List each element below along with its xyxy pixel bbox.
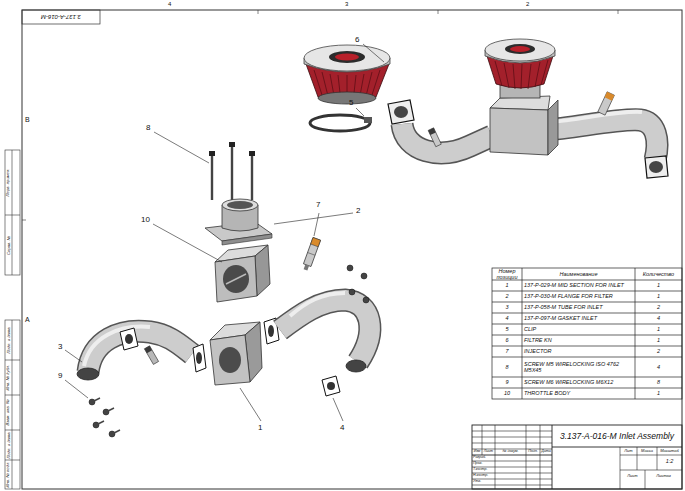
margin-caption: Справ. №	[5, 215, 12, 275]
callout-number: 2	[356, 207, 360, 216]
margin-caption: Перв. примен.	[5, 150, 12, 215]
title-block-cell: Листов	[645, 473, 682, 479]
margin-caption: Инв. № подл.	[5, 460, 12, 489]
table-cell: 137-P-058-M TUBE FOR INLET	[522, 302, 635, 313]
title-block-cell: Подп.	[526, 449, 540, 455]
table-cell: 5	[492, 324, 522, 335]
table-cell: 8	[635, 377, 682, 388]
table-cell: 2	[635, 346, 682, 357]
table-cell: 1	[635, 335, 682, 346]
title-block-cell: Дата	[540, 449, 552, 455]
title-block-cell: Т.контр.	[473, 467, 495, 473]
grid-marker: 4	[168, 1, 171, 8]
table-cell: 2	[492, 291, 522, 302]
table-cell: 6	[492, 335, 522, 346]
table-header: Наименование	[522, 268, 635, 280]
table-cell: 137-P-030-M FLANGE FOR FILTER	[522, 291, 635, 302]
margin-caption: Взам. инв. №	[5, 395, 12, 430]
table-cell: 8	[492, 357, 522, 377]
table-cell: 4	[492, 313, 522, 324]
table-cell: 1	[635, 280, 682, 291]
table-cell: SCREW M6 WIRELOCKING M6X12	[522, 377, 635, 388]
grid-marker: 3	[345, 1, 348, 8]
callout-number: 6	[355, 36, 359, 45]
callout-number: 10	[141, 216, 150, 225]
callout-number: 1	[258, 424, 262, 433]
table-cell: 1	[635, 291, 682, 302]
callout-number: 8	[146, 124, 150, 133]
table-cell: 9	[492, 377, 522, 388]
grid-marker: B	[25, 116, 30, 124]
table-cell: 1	[492, 280, 522, 291]
callout-number: 9	[58, 372, 62, 381]
table-cell: 1	[635, 324, 682, 335]
callout-number: 5	[349, 99, 353, 108]
table-cell: INJECTOR	[522, 346, 635, 357]
margin-caption: Подп. и дата	[5, 320, 12, 360]
table-cell: SCREW M5 WIRELOCKING ISO 4762 M5X45	[522, 357, 635, 377]
title-block-cell: Лит	[620, 448, 637, 454]
title-block-cell: 1:2	[657, 458, 682, 464]
grid-marker: 2	[526, 1, 529, 8]
callout-number: 7	[316, 201, 320, 210]
drawing-number-stamp: 3.137-A-016-M	[24, 11, 98, 23]
title-block-cell: № докум.	[495, 449, 526, 455]
title-block-cell: Масштаб	[657, 448, 682, 454]
table-header: Номер позиции	[492, 268, 522, 280]
grid-marker: A	[25, 316, 30, 324]
table-cell: 3	[492, 302, 522, 313]
title-block-cell: Разраб.	[473, 455, 495, 461]
margin-caption: Подп. и дата	[5, 430, 12, 460]
table-cell: 4	[635, 313, 682, 324]
table-header: Количество	[635, 268, 682, 280]
table-cell: 4	[635, 357, 682, 377]
title-block-cell: Масса	[637, 448, 657, 454]
table-cell: CLIP	[522, 324, 635, 335]
margin-caption: Инв. № дубл.	[5, 360, 12, 395]
drawing-title: 3.137-A-016-M Inlet Assembly	[553, 429, 681, 445]
table-cell: 10	[492, 388, 522, 399]
table-cell: THROTTLE BODY	[522, 388, 635, 399]
table-cell: 1	[635, 388, 682, 399]
table-cell: 137-P-029-M MID SECTION FOR INLET	[522, 280, 635, 291]
table-cell: FILTRE KN	[522, 335, 635, 346]
callout-number: 4	[340, 424, 344, 433]
table-cell: 137-P-097-M GASKET INLET	[522, 313, 635, 324]
title-block-cell: Лист	[620, 473, 645, 479]
callout-number: 3	[58, 343, 62, 352]
title-block-cell: Утв.	[473, 479, 495, 485]
title-block-cell: Лист	[482, 449, 495, 455]
table-cell: 7	[492, 346, 522, 357]
title-block-cell: Изм	[472, 449, 482, 455]
title-block-cell: Пров.	[473, 461, 495, 467]
title-block-cell: Н.контр.	[473, 473, 495, 479]
table-cell: 2	[635, 302, 682, 313]
